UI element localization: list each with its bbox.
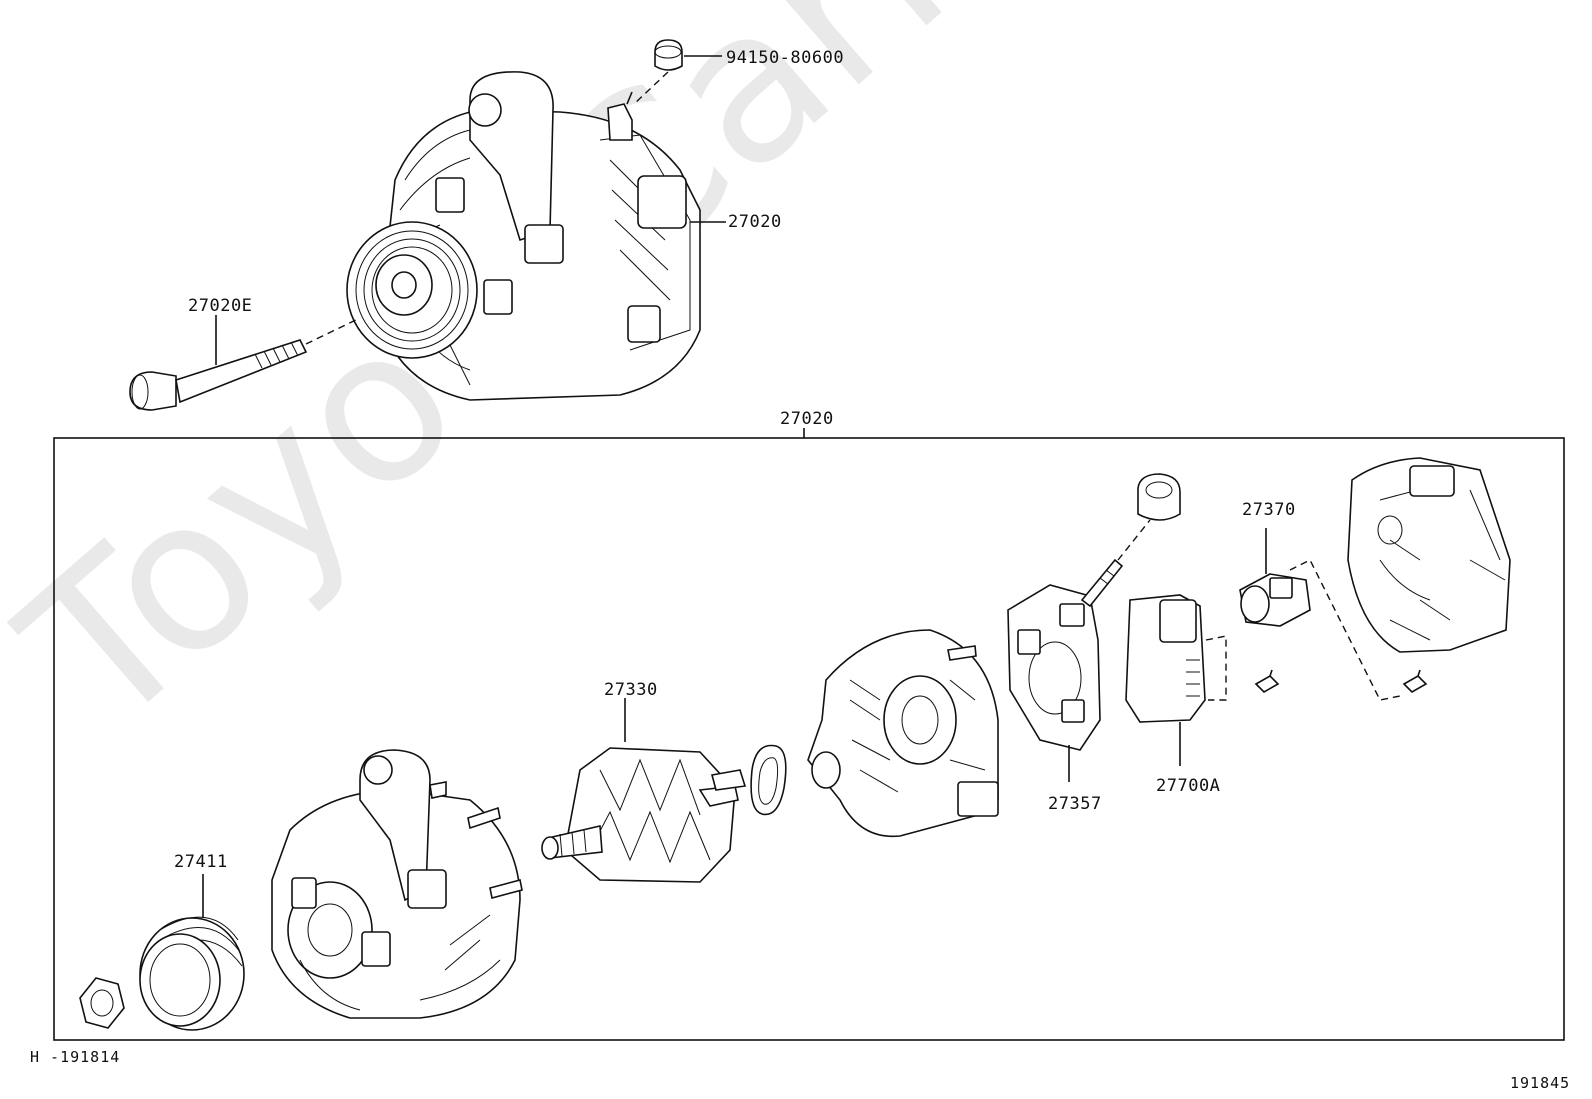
pulley-nut-drawing [79,977,125,1029]
seal-ring-drawing [750,744,787,816]
part-label-plug-bolt[interactable]: 94150-80600 [726,48,845,68]
part-label-kit-header[interactable]: 27020 [780,409,834,429]
alternator-assembly-drawing [346,71,701,401]
mounting-bolt-drawing [129,315,361,411]
footer-right-code: 191845 [1510,1074,1571,1092]
footer-left-code: H -191814 [30,1048,121,1066]
part-label-bolt[interactable]: 27020E [188,296,253,316]
rectifier-drawing [1007,519,1151,782]
screw-drawing-2 [1402,669,1428,693]
rear-end-frame-drawing [807,629,999,838]
part-label-brush-holder[interactable]: 27370 [1242,500,1296,520]
part-label-alternator[interactable]: 27020 [728,212,782,232]
part-label-pulley[interactable]: 27411 [174,852,228,872]
assembly-frame [53,437,1565,1041]
part-label-rotor[interactable]: 27330 [604,680,658,700]
front-housing-drawing [271,749,523,1019]
screw-drawing-1 [1254,669,1280,693]
rear-cover-drawing [1347,457,1511,653]
part-label-regulator[interactable]: 27700A [1156,776,1221,796]
rotor-drawing [541,698,747,883]
terminal-insulator-drawing [1137,473,1181,521]
pulley-drawing [139,874,245,1031]
part-label-rectifier[interactable]: 27357 [1048,794,1102,814]
brush-holder-drawing [1239,528,1401,701]
terminal-cap-nut-drawing [633,39,722,105]
regulator-drawing [1125,594,1227,766]
